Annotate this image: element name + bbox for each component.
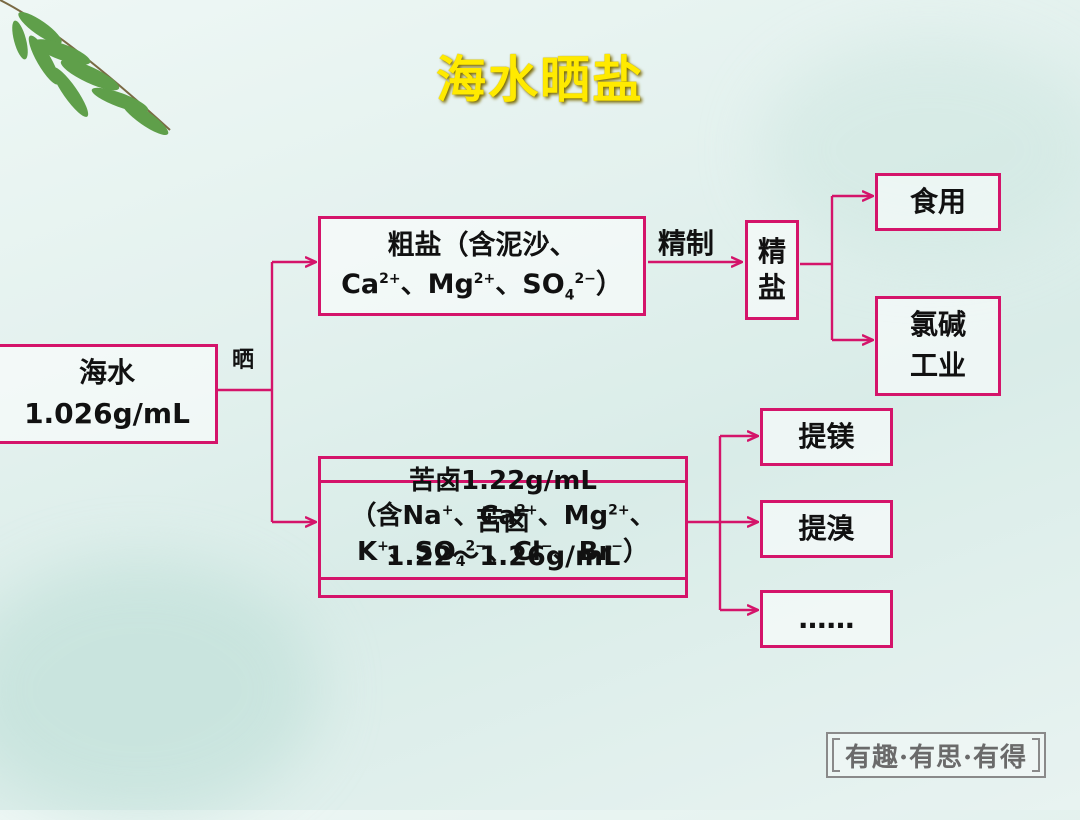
extract-magnesium-label: 提镁: [798, 417, 854, 458]
refined-salt-char2: 盐: [758, 270, 786, 306]
evaporate-label: 晒: [232, 342, 254, 374]
refine-label: 精制: [658, 222, 714, 262]
crude-salt-line2: Ca2+、Mg2+、SO42−）: [341, 265, 623, 306]
bittern-box-front: 苦卤1.22g/mL （含Na+、Ca2+、Mg2+、 K+、SO42−、Cl−…: [318, 456, 688, 580]
extract-magnesium-box: 提镁: [760, 408, 893, 466]
crude-salt-box: 粗盐（含泥沙、 Ca2+、Mg2+、SO42−）: [318, 216, 646, 316]
food-use-label: 食用: [910, 182, 966, 223]
extract-more-box: ……: [760, 590, 893, 648]
bittern-ions-line1: （含Na+、Ca2+、Mg2+、: [350, 499, 655, 534]
seawater-label: 海水: [79, 353, 135, 394]
refined-salt-char1: 精: [758, 234, 786, 270]
chlor-alkali-box: 氯碱 工业: [875, 296, 1001, 396]
extract-bromine-box: 提溴: [760, 500, 893, 558]
extract-more-label: ……: [799, 599, 855, 640]
motto-stamp: 有趣·有思·有得: [826, 732, 1046, 778]
seawater-density: 1.026g/mL: [24, 394, 190, 435]
crude-salt-line1: 粗盐（含泥沙、: [388, 226, 577, 265]
extract-bromine-label: 提溴: [798, 509, 854, 550]
bittern-title: 苦卤1.22g/mL: [409, 464, 597, 499]
food-use-box: 食用: [875, 173, 1001, 231]
seawater-box: 海水 1.026g/mL: [0, 344, 218, 444]
bittern-ions-line2: K+、SO42−、Cl−、Br−）: [357, 535, 649, 572]
chlor-alkali-line1: 氯碱: [910, 305, 966, 346]
chlor-alkali-line2: 工业: [910, 346, 966, 387]
refined-salt-box: 精 盐: [745, 220, 799, 320]
